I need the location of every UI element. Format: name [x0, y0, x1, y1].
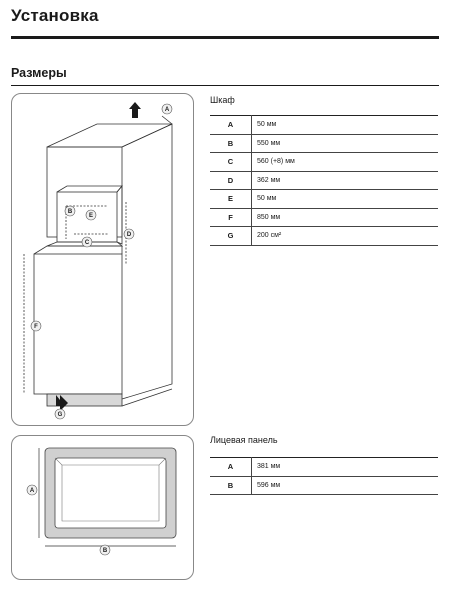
lower-cabinet-front	[33, 253, 123, 395]
dimension-line-a	[161, 115, 173, 125]
table-row: D 362 мм	[210, 171, 438, 190]
spec-value: 550 мм	[251, 134, 438, 153]
svg-text:B: B	[68, 209, 73, 215]
label-b: B	[64, 205, 76, 217]
spec-key: C	[210, 152, 252, 172]
panel-window	[54, 457, 167, 529]
label-g: G	[54, 408, 66, 420]
spec-key: E	[210, 189, 252, 209]
spec-value: 50 мм	[251, 115, 438, 135]
panel-label-a: A	[26, 484, 38, 496]
svg-text:A: A	[165, 107, 170, 113]
spec-key: B	[210, 476, 252, 495]
plinth-edge	[121, 388, 173, 407]
spec-value: 200 см²	[251, 226, 438, 246]
cabinet-specs-table: A 50 мм B 550 мм C 560 (+8) мм D 362 мм …	[210, 115, 438, 246]
cabinet-side	[121, 123, 173, 400]
table-row: E 50 мм	[210, 189, 438, 209]
front-panel-diagram: A B	[11, 435, 194, 580]
svg-text:A: A	[30, 488, 35, 494]
spec-value: 381 мм	[251, 457, 438, 477]
panel-specs-table: A 381 мм B 596 мм	[210, 457, 438, 495]
label-a: A	[161, 103, 173, 115]
svg-text:F: F	[34, 324, 38, 330]
label-e: E	[85, 209, 97, 221]
spec-key: A	[210, 457, 252, 477]
section-rule	[11, 85, 439, 86]
cabinet-diagram: A B C D E F G	[11, 93, 194, 426]
spec-key: A	[210, 115, 252, 135]
spec-key: B	[210, 134, 252, 153]
niche-top-depth	[56, 185, 123, 193]
spec-value: 850 мм	[251, 208, 438, 227]
section-title: Размеры	[11, 66, 67, 80]
spec-key: D	[210, 171, 252, 190]
svg-text:D: D	[127, 232, 132, 238]
niche-side-depth	[116, 184, 123, 245]
page-title: Установка	[11, 6, 99, 25]
svg-text:B: B	[103, 548, 108, 554]
cabinet-specs-heading: Шкаф	[210, 95, 235, 105]
table-row: B 550 мм	[210, 134, 438, 153]
panel-label-b: B	[99, 544, 111, 556]
spec-key: F	[210, 208, 252, 227]
spec-value: 596 мм	[251, 476, 438, 495]
table-row: C 560 (+8) мм	[210, 152, 438, 172]
cabinet-specs: Шкаф A 50 мм B 550 мм C 560 (+8) мм D 36…	[210, 95, 438, 246]
panel-specs-heading: Лицевая панель	[210, 435, 278, 445]
cabinet-top	[46, 123, 173, 148]
air-outlet-arrow	[129, 102, 141, 118]
spec-value: 362 мм	[251, 171, 438, 190]
svg-text:C: C	[85, 240, 90, 246]
table-row: F 850 мм	[210, 208, 438, 227]
title-rule	[11, 36, 439, 39]
spec-value: 50 мм	[251, 189, 438, 209]
air-inlet-arrow	[56, 395, 68, 411]
svg-text:G: G	[58, 412, 63, 418]
table-row: A 50 мм	[210, 115, 438, 135]
label-d: D	[123, 228, 135, 240]
label-f: F	[30, 320, 42, 332]
table-row: B 596 мм	[210, 476, 438, 495]
table-row: G 200 см²	[210, 226, 438, 246]
spec-value: 560 (+8) мм	[251, 152, 438, 172]
svg-text:E: E	[89, 213, 93, 219]
label-c: C	[81, 236, 93, 248]
panel-specs: Лицевая панель A 381 мм B 596 мм	[210, 435, 438, 495]
spec-key: G	[210, 226, 252, 246]
table-row: A 381 мм	[210, 457, 438, 477]
lower-cabinet-top	[33, 245, 123, 255]
